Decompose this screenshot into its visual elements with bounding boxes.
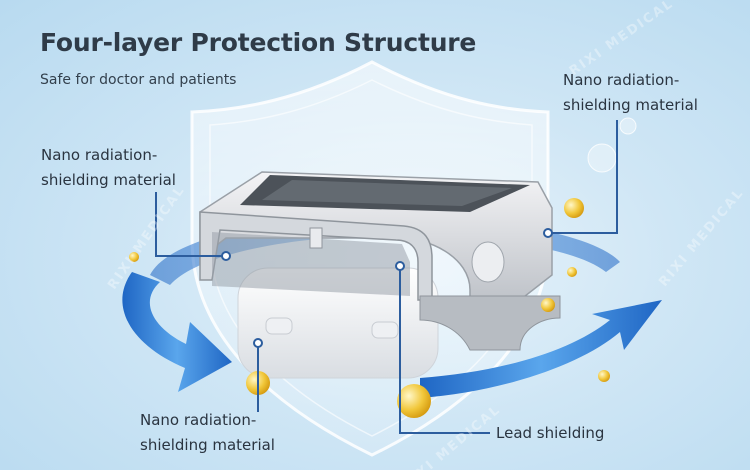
leader-bottom-right (399, 268, 490, 434)
leader-dots (221, 228, 553, 348)
cutaway-frame (199, 211, 433, 301)
callout-top-right-line2: shielding material (563, 96, 698, 114)
callout-bottom-left: Nano radiation- shielding material (140, 408, 275, 458)
dot-bottom-left (253, 338, 263, 348)
dot-top-left (221, 251, 231, 261)
callout-bottom-right: Lead shielding (496, 421, 604, 446)
orbit-arrow-right (420, 300, 662, 398)
leader-top-right (551, 120, 618, 234)
leader-lines (155, 120, 618, 434)
callout-bottom-left-line1: Nano radiation- (140, 411, 257, 429)
dot-top-right (543, 228, 553, 238)
callout-bottom-left-line2: shielding material (140, 436, 275, 454)
page-title: Four-layer Protection Structure (40, 28, 477, 57)
callout-top-left-line2: shielding material (41, 171, 176, 189)
callout-bottom-right-line1: Lead shielding (496, 424, 605, 442)
callout-top-right-line1: Nano radiation- (563, 71, 680, 89)
callout-top-left-line1: Nano radiation- (41, 146, 158, 164)
orbit-arrow-left (122, 272, 232, 392)
leader-top-left (155, 192, 224, 257)
dot-bottom-right (395, 261, 405, 271)
callout-top-right: Nano radiation- shielding material (563, 68, 698, 118)
side-clip (419, 295, 561, 351)
callout-top-left: Nano radiation- shielding material (41, 143, 176, 193)
page-subtitle: Safe for doctor and patients (40, 72, 237, 88)
